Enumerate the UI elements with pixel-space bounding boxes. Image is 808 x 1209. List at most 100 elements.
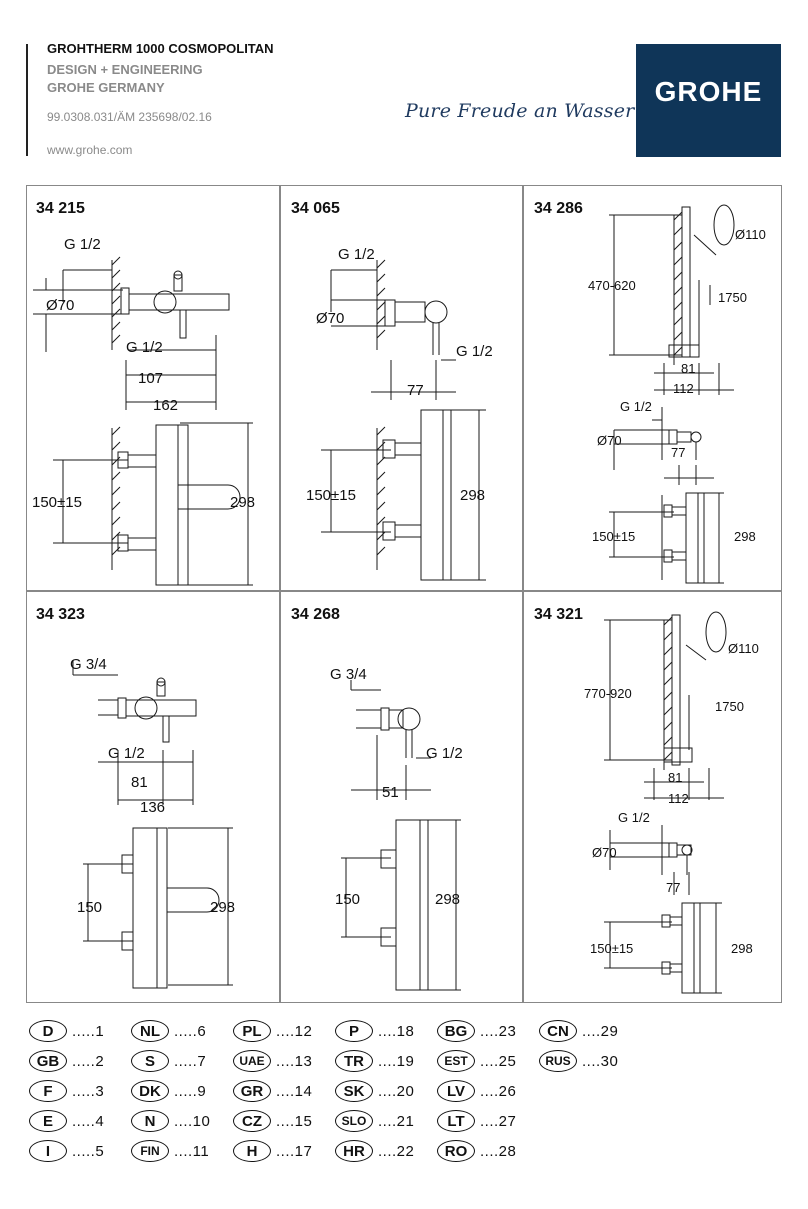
language-page-ref: .....7 [174,1052,207,1070]
language-entry[interactable]: HR ....22 [335,1140,414,1162]
language-entry[interactable]: N ....10 [131,1110,210,1132]
language-code-badge: HR [335,1140,373,1162]
grid-divider [279,185,281,1003]
language-code-badge: N [131,1110,169,1132]
language-code-badge: I [29,1140,67,1162]
language-page-ref: .....5 [72,1142,105,1160]
language-page-ref: ....28 [480,1142,517,1160]
language-code-badge: CN [539,1020,577,1042]
thread-label: G 3/4 [70,656,107,673]
thread-label: G 3/4 [330,666,367,683]
language-code-badge: UAE [233,1050,271,1072]
language-page-ref: .....2 [72,1052,105,1070]
language-entry[interactable]: S .....7 [131,1050,206,1072]
bath-mixer-drawing [72,660,233,989]
shower-mixer-drawing [321,259,486,581]
language-code-badge: F [29,1080,67,1102]
panel-title: 34 268 [291,606,340,623]
hose-length-label: 1750 [715,699,744,714]
language-page-ref: ....30 [582,1052,619,1070]
language-entry[interactable]: I .....5 [29,1140,104,1162]
head-diameter-label: Ø110 [735,227,766,242]
language-entry[interactable]: P....18 [335,1020,414,1042]
language-entry[interactable]: DK.....9 [131,1080,206,1102]
grid-divider [26,590,782,592]
language-entry[interactable]: FIN ....11 [131,1140,209,1162]
language-page-ref: .....6 [174,1022,207,1040]
shower-set-drawing [604,611,727,994]
height-label: 298 [734,529,756,544]
shower-mixer-drawing [341,680,461,991]
head-diameter-label: Ø110 [728,641,759,656]
language-entry[interactable]: PL....12 [233,1020,312,1042]
website-link[interactable]: www.grohe.com [47,143,133,157]
language-code-badge: H [233,1140,271,1162]
spacing-label: 150±15 [590,941,634,956]
language-code-badge: LV [437,1080,475,1102]
language-entry[interactable]: LV....26 [437,1080,516,1102]
height-label: 298 [731,941,753,956]
language-code-badge: E [29,1110,67,1132]
spacing-label: 150±15 [306,487,356,504]
height-label: 298 [230,494,256,511]
language-page-ref: ....11 [174,1142,210,1160]
panel-title: 34 215 [36,200,85,217]
shower-set-drawing [609,204,735,584]
language-entry[interactable]: E.....4 [29,1110,104,1132]
width-label: 77 [671,445,686,460]
language-entry[interactable]: GR....14 [233,1080,312,1102]
document-title: GROHTHERM 1000 COSMOPOLITAN [47,41,274,56]
width-label: 112 [668,791,689,806]
language-entry[interactable]: GB .....2 [29,1050,104,1072]
language-page-ref: ....10 [174,1112,211,1130]
language-entry[interactable]: H ....17 [233,1140,312,1162]
panel-title: 34 323 [36,606,85,623]
language-code-badge: PL [233,1020,271,1042]
language-code-badge: FIN [131,1140,169,1162]
language-entry[interactable]: NL.....6 [131,1020,206,1042]
language-entry[interactable]: D .....1 [29,1020,104,1042]
panel-title: 34 286 [534,200,583,217]
language-code-badge: SLO [335,1110,373,1132]
document-origin: GROHE GERMANY [47,80,165,95]
language-code-badge: S [131,1050,169,1072]
language-entry[interactable]: F .....3 [29,1080,104,1102]
language-page-ref: .....3 [72,1082,105,1100]
language-code-badge: DK [131,1080,169,1102]
language-entry[interactable]: TR....19 [335,1050,414,1072]
language-entry[interactable]: RO ....28 [437,1140,516,1162]
language-page-ref: ....17 [276,1142,313,1160]
grohe-logo: GROHE [636,44,781,157]
thread-label: G 1/2 [456,343,493,360]
language-entry[interactable]: RUS....30 [539,1050,618,1072]
language-entry[interactable]: LT....27 [437,1110,516,1132]
language-entry[interactable]: SK....20 [335,1080,414,1102]
language-code-badge: BG [437,1020,475,1042]
logo-text: GROHE [654,76,763,107]
language-entry[interactable]: BG....23 [437,1020,516,1042]
language-page-ref: .....1 [72,1022,105,1040]
language-entry[interactable]: EST....25 [437,1050,516,1072]
panel-title: 34 065 [291,200,340,217]
bar-range-label: 770-920 [584,686,632,701]
language-entry[interactable]: CZ....15 [233,1110,312,1132]
language-code-badge: GB [29,1050,67,1072]
width-label: 162 [153,397,179,414]
document-code: 99.0308.031/ÄM 235698/02.16 [47,110,212,124]
language-code-badge: CZ [233,1110,271,1132]
language-page-ref: ....20 [378,1082,415,1100]
language-code-badge: D [29,1020,67,1042]
language-code-badge: RO [437,1140,475,1162]
thread-label: G 1/2 [64,236,101,253]
diameter-label: Ø70 [316,310,345,327]
language-page-ref: ....18 [378,1022,415,1040]
language-entry[interactable]: CN....29 [539,1020,618,1042]
header-rule [26,44,28,156]
width-label: 112 [673,381,694,396]
language-entry[interactable]: SLO....21 [335,1110,414,1132]
language-entry[interactable]: UAE....13 [233,1050,312,1072]
diameter-label: Ø70 [592,845,617,860]
thread-label: G 1/2 [126,339,163,356]
width-label: 77 [407,382,424,399]
language-page-ref: ....22 [378,1142,415,1160]
